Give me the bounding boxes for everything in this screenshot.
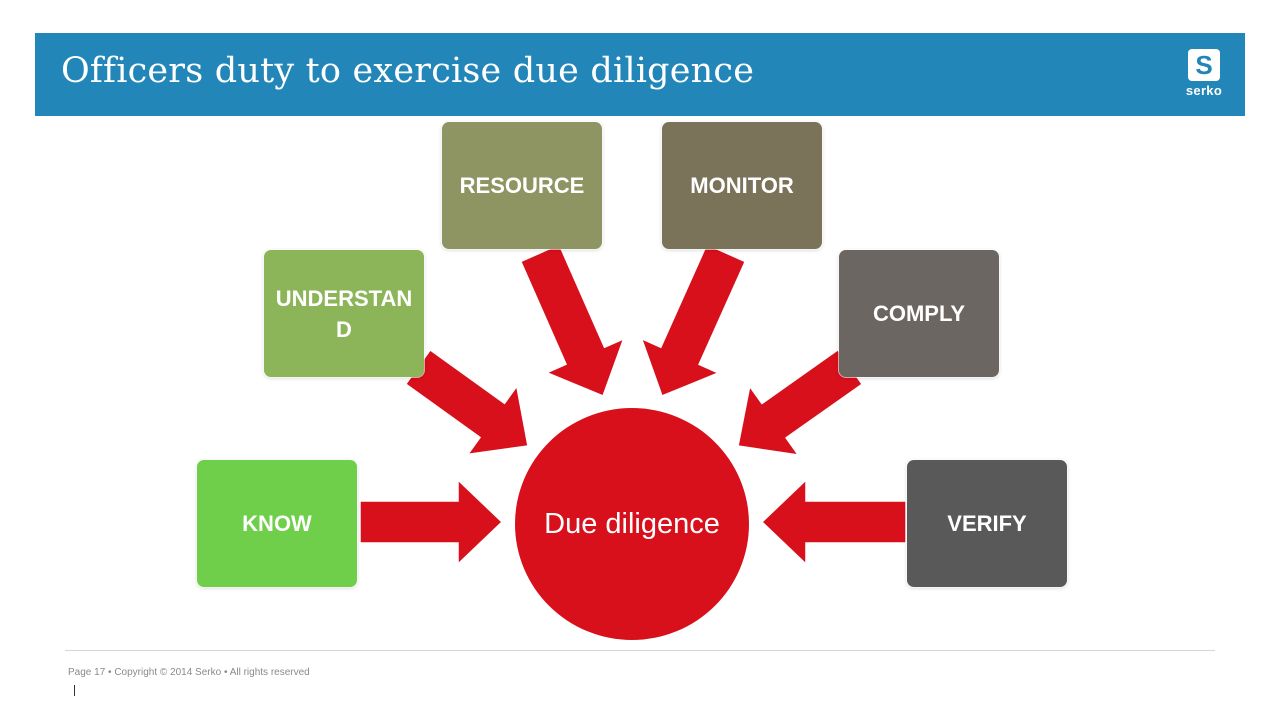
node-verify: VERIFY bbox=[907, 460, 1067, 587]
node-understand-label: UNDERSTAND bbox=[275, 285, 413, 342]
arrow-understand bbox=[404, 348, 529, 456]
node-know-label: KNOW bbox=[242, 511, 312, 536]
center-circle: Due diligence bbox=[515, 408, 749, 640]
node-verify-label: VERIFY bbox=[947, 511, 1027, 536]
slide-title: Officers duty to exercise due diligence bbox=[61, 51, 755, 91]
arrow-resource bbox=[519, 243, 626, 397]
slide-header: Officers duty to exercise due diligence … bbox=[35, 33, 1245, 116]
node-know: KNOW bbox=[197, 460, 357, 587]
node-monitor: MONITOR bbox=[662, 122, 822, 249]
node-understand: UNDERSTAND bbox=[264, 250, 424, 377]
serko-logo: S serko bbox=[1185, 49, 1223, 101]
node-comply-label: COMPLY bbox=[872, 301, 966, 326]
logo-text: serko bbox=[1185, 83, 1223, 98]
arrow-know bbox=[359, 478, 504, 566]
node-resource-label: RESOURCE bbox=[459, 173, 585, 198]
arrow-monitor bbox=[640, 243, 747, 397]
node-resource: RESOURCE bbox=[442, 122, 602, 249]
node-comply: COMPLY bbox=[839, 250, 999, 377]
center-label: Due diligence bbox=[544, 507, 720, 540]
node-monitor-label: MONITOR bbox=[690, 173, 794, 198]
footer-copyright: Page 17 • Copyright © 2014 Serko • All r… bbox=[68, 667, 310, 678]
arrow-verify bbox=[760, 478, 907, 566]
logo-letter: S bbox=[1188, 49, 1220, 81]
footer-divider bbox=[65, 650, 1215, 651]
text-cursor bbox=[74, 685, 75, 696]
arrow-comply bbox=[737, 348, 864, 457]
